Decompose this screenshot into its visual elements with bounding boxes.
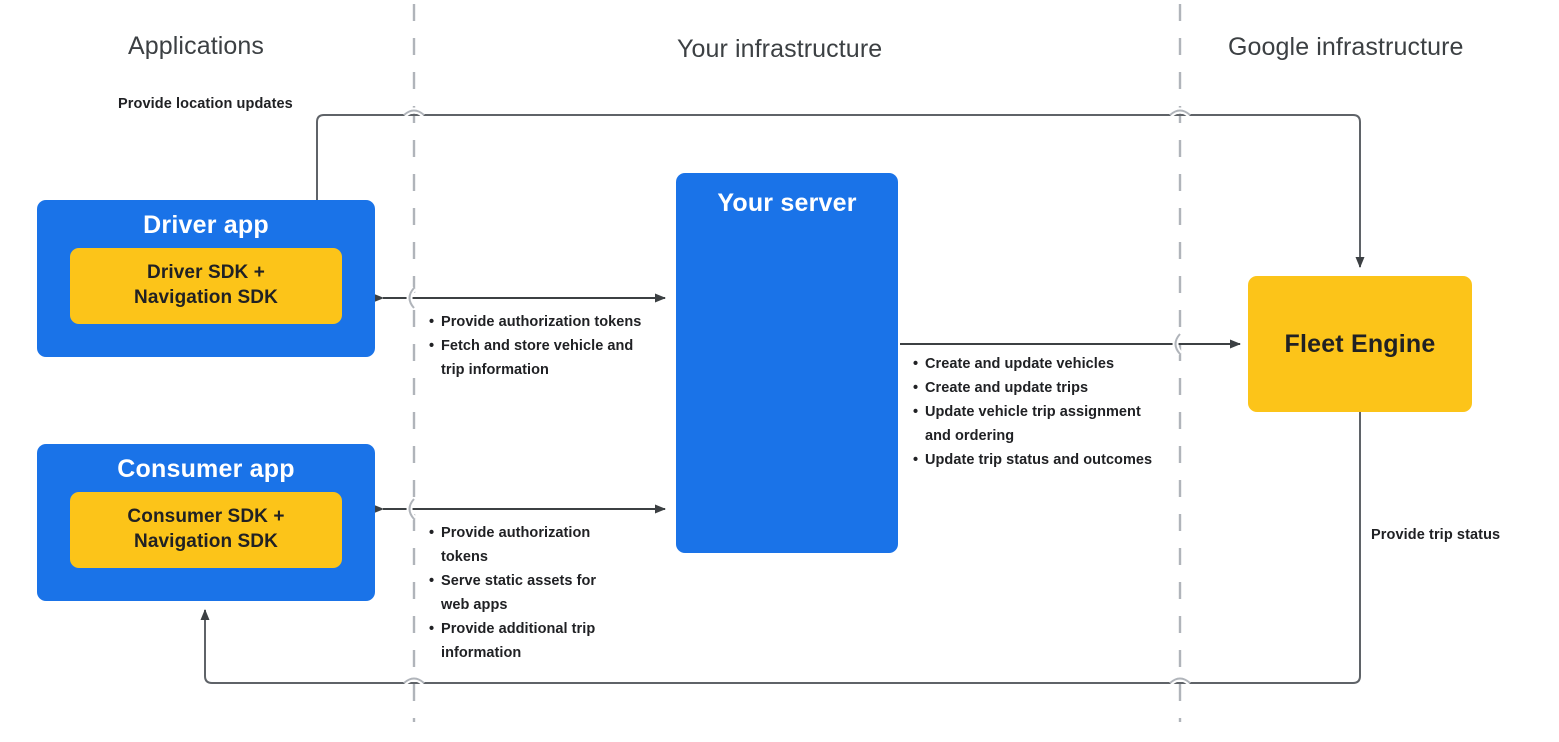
driver-sdk-box[interactable]: Driver SDK + Navigation SDK bbox=[70, 247, 342, 324]
edge-consumer-server bbox=[373, 496, 666, 522]
node-consumer-app[interactable]: Consumer app Consumer SDK + Navigation S… bbox=[37, 444, 375, 601]
consumer-sdk-line1: Consumer SDK + bbox=[127, 506, 285, 528]
bullet-item: Provide authorization tokens bbox=[429, 310, 654, 334]
bullet-item: Create and update trips bbox=[913, 376, 1161, 400]
edge-label-provide-trip-status: Provide trip status bbox=[1371, 527, 1501, 543]
edge-driver-server bbox=[373, 285, 666, 311]
node-driver-app[interactable]: Driver app Driver SDK + Navigation SDK bbox=[37, 200, 375, 357]
your-server-title: Your server bbox=[717, 189, 857, 217]
bullets-consumer-to-server: Provide authorization tokens Serve stati… bbox=[429, 521, 614, 665]
zone-title-google-infrastructure: Google infrastructure bbox=[1228, 33, 1464, 61]
driver-sdk-line2: Navigation SDK bbox=[134, 286, 278, 308]
zone-title-your-infrastructure: Your infrastructure bbox=[677, 35, 883, 63]
bullet-item: Update vehicle trip assignment and order… bbox=[913, 400, 1161, 448]
bullets-driver-to-server: Provide authorization tokens Fetch and s… bbox=[429, 310, 654, 382]
bullet-item: Provide additional trip information bbox=[429, 617, 614, 665]
edge-fleetengine-consumer-trip-status bbox=[200, 412, 1361, 686]
bullet-item: Serve static assets for web apps bbox=[429, 569, 614, 617]
driver-app-title: Driver app bbox=[143, 211, 269, 239]
node-fleet-engine[interactable]: Fleet Engine bbox=[1248, 276, 1472, 412]
bullet-item: Fetch and store vehicle and trip informa… bbox=[429, 334, 654, 382]
bullet-item: Update trip status and outcomes bbox=[913, 448, 1161, 472]
edge-server-fleetengine bbox=[900, 331, 1241, 357]
edge-driver-fleetengine-location-updates bbox=[316, 107, 1365, 268]
bullet-item: Provide authorization tokens bbox=[429, 521, 614, 569]
edge-label-provide-location-updates: Provide location updates bbox=[118, 96, 293, 112]
consumer-sdk-box[interactable]: Consumer SDK + Navigation SDK bbox=[70, 491, 342, 568]
bullets-server-to-fleet-engine: Create and update vehicles Create and up… bbox=[913, 352, 1161, 472]
driver-sdk-line1: Driver SDK + bbox=[147, 262, 265, 284]
bullet-item: Create and update vehicles bbox=[913, 352, 1161, 376]
node-your-server[interactable]: Your server bbox=[676, 173, 898, 553]
fleet-engine-title: Fleet Engine bbox=[1284, 329, 1436, 358]
zone-title-applications: Applications bbox=[128, 32, 265, 60]
consumer-sdk-line2: Navigation SDK bbox=[134, 530, 278, 552]
consumer-app-title: Consumer app bbox=[117, 455, 295, 483]
